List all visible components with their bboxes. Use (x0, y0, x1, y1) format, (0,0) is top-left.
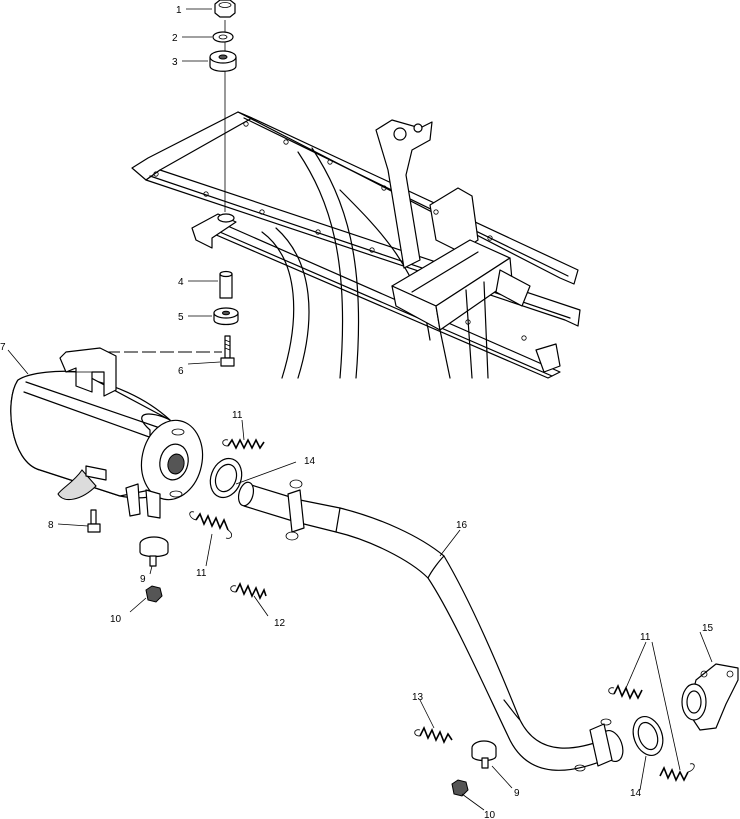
callout-13: 13 (412, 692, 424, 703)
callout-11-mid: 11 (196, 568, 207, 579)
leader-lines (7, 8, 713, 811)
callout-10-right: 10 (484, 810, 496, 819)
bumper-9-right (471, 740, 497, 769)
callout-2: 2 (172, 33, 178, 44)
flange-15 (681, 663, 739, 731)
spring-11-rear-upper (608, 684, 643, 700)
callout-3: 3 (172, 57, 178, 68)
callout-8: 8 (48, 520, 54, 531)
gasket-14-rear (632, 716, 664, 756)
callout-14-front: 14 (304, 456, 316, 467)
gasket-14-front (209, 457, 243, 499)
grommet-3 (209, 50, 237, 72)
vehicle-frame (131, 111, 581, 379)
bolt-6 (220, 335, 235, 367)
washer-2 (212, 31, 234, 43)
callout-10-left: 10 (110, 614, 122, 625)
callout-14-rear: 14 (630, 788, 642, 799)
callout-9-left: 9 (140, 574, 146, 585)
grommet-5 (213, 307, 239, 326)
nut-10-right (451, 779, 469, 797)
mount-hardware (106, 0, 239, 367)
spacer-4 (219, 270, 233, 299)
callout-9-right: 9 (514, 788, 520, 799)
callout-11-rear: 11 (640, 632, 651, 643)
bumper-9-left (139, 536, 169, 567)
spring-13 (414, 726, 453, 744)
callout-15: 15 (702, 623, 714, 634)
callout-6: 6 (178, 366, 184, 377)
callout-labels: 1 2 3 4 5 6 7 8 9 10 11 11 12 13 14 14 1… (0, 5, 714, 819)
callout-11-top: 11 (232, 410, 243, 421)
muffler-7 (10, 347, 204, 519)
nut-10-left (145, 585, 163, 603)
spring-11-mid (189, 511, 232, 539)
head-pipe-16 (237, 479, 624, 772)
callout-4: 4 (178, 277, 184, 288)
spring-11-rear-lower (659, 763, 695, 782)
callout-7: 7 (0, 342, 6, 353)
callout-16: 16 (456, 520, 468, 531)
bolt-8 (87, 509, 101, 533)
nut-1 (214, 0, 236, 18)
callout-12: 12 (274, 618, 286, 629)
spring-11-top (222, 438, 265, 450)
callout-1: 1 (176, 5, 182, 16)
callout-5: 5 (178, 312, 184, 323)
spring-12 (230, 582, 267, 600)
